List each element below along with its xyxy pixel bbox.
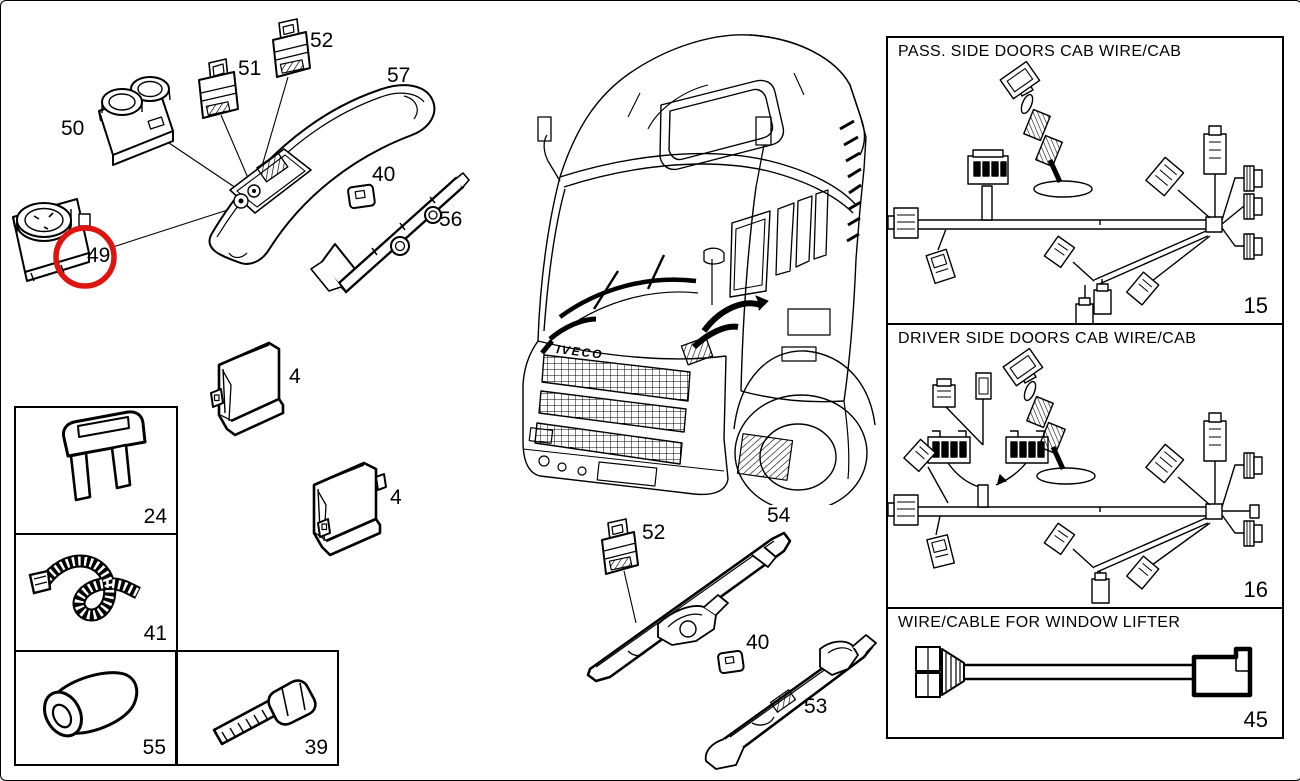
cylinder-bush-icon xyxy=(43,671,139,738)
panel-title: DRIVER SIDE DOORS CAB WIRE/CAB xyxy=(898,330,1197,347)
box-41-sleeve: 41 xyxy=(14,533,178,652)
callout-54: 54 xyxy=(767,504,791,527)
callout-51: 51 xyxy=(238,57,262,80)
truck-cab-drawing: IVECO xyxy=(522,34,876,505)
switch-51-icon xyxy=(198,58,239,119)
box-24-fuse: 24 xyxy=(14,406,178,535)
clip-40-top-icon xyxy=(347,183,376,210)
callout-panel-15: 15 xyxy=(1243,293,1268,318)
relay-units-drawing xyxy=(210,341,387,557)
door-harness-highlight xyxy=(680,247,769,366)
switch-52-top-icon xyxy=(272,18,311,78)
callout-52-mid: 52 xyxy=(642,521,666,544)
box-55-bush: 55 xyxy=(14,650,177,766)
callout-relay-4a: 4 xyxy=(289,365,301,388)
hex-bolt-icon xyxy=(212,679,317,746)
window-lifter-cable-icon xyxy=(915,646,1253,698)
panel-driver-side-doors: DRIVER SIDE DOORS CAB WIRE/CAB xyxy=(886,323,1284,609)
panel-title: WIRE/CABLE FOR WINDOW LIFTER xyxy=(898,614,1181,631)
callout-53: 53 xyxy=(804,695,828,718)
callout-relay-4b: 4 xyxy=(390,486,402,509)
switch-50-icon xyxy=(98,76,174,166)
blade-fuse-icon xyxy=(62,410,147,502)
bottom-middle-parts-drawing xyxy=(586,518,877,770)
switch-52-mid-icon xyxy=(601,518,639,575)
callout-56: 56 xyxy=(439,208,463,231)
grille xyxy=(534,354,691,465)
callout-panel-45: 45 xyxy=(1243,707,1268,732)
callout-50: 50 xyxy=(61,117,85,140)
armrest-panel-57-icon xyxy=(208,84,436,265)
truck-brand-text: IVECO xyxy=(556,342,605,362)
callout-box-41: 41 xyxy=(143,622,167,645)
top-left-parts-drawing xyxy=(12,18,470,294)
clip-40-mid-icon xyxy=(717,649,745,675)
corrugated-sleeve-icon xyxy=(28,554,141,622)
pass-side-harness-icon xyxy=(888,60,1263,323)
callout-box-24: 24 xyxy=(143,505,167,528)
relay-4b-icon xyxy=(312,461,387,557)
bracket-54-icon xyxy=(586,531,792,683)
switch-49-icon xyxy=(12,198,91,282)
callout-40-top: 40 xyxy=(372,163,396,186)
driver-side-harness-icon xyxy=(888,347,1263,604)
panel-pass-side-doors: PASS. SIDE DOORS CAB WIRE/CAB xyxy=(886,36,1284,325)
callout-panel-16: 16 xyxy=(1243,577,1268,602)
relay-4a-icon xyxy=(210,341,285,437)
highlight-circle-49 xyxy=(53,225,117,289)
callout-box-55: 55 xyxy=(142,736,166,759)
callout-box-39: 39 xyxy=(304,736,328,759)
panel-title: PASS. SIDE DOORS CAB WIRE/CAB xyxy=(898,43,1182,60)
panel-window-lifter-cable: WIRE/CABLE FOR WINDOW LIFTER 45 xyxy=(886,607,1284,739)
cap-connector xyxy=(1243,165,1263,192)
callout-52-top: 52 xyxy=(310,29,334,52)
bracket-53-icon xyxy=(704,634,877,770)
leader-lines xyxy=(112,76,289,248)
callout-40-mid: 40 xyxy=(746,631,770,654)
box-39-bolt: 39 xyxy=(176,650,339,766)
callout-57: 57 xyxy=(387,64,411,87)
bracket-56-icon xyxy=(310,172,470,294)
callout-49: 49 xyxy=(87,244,111,267)
